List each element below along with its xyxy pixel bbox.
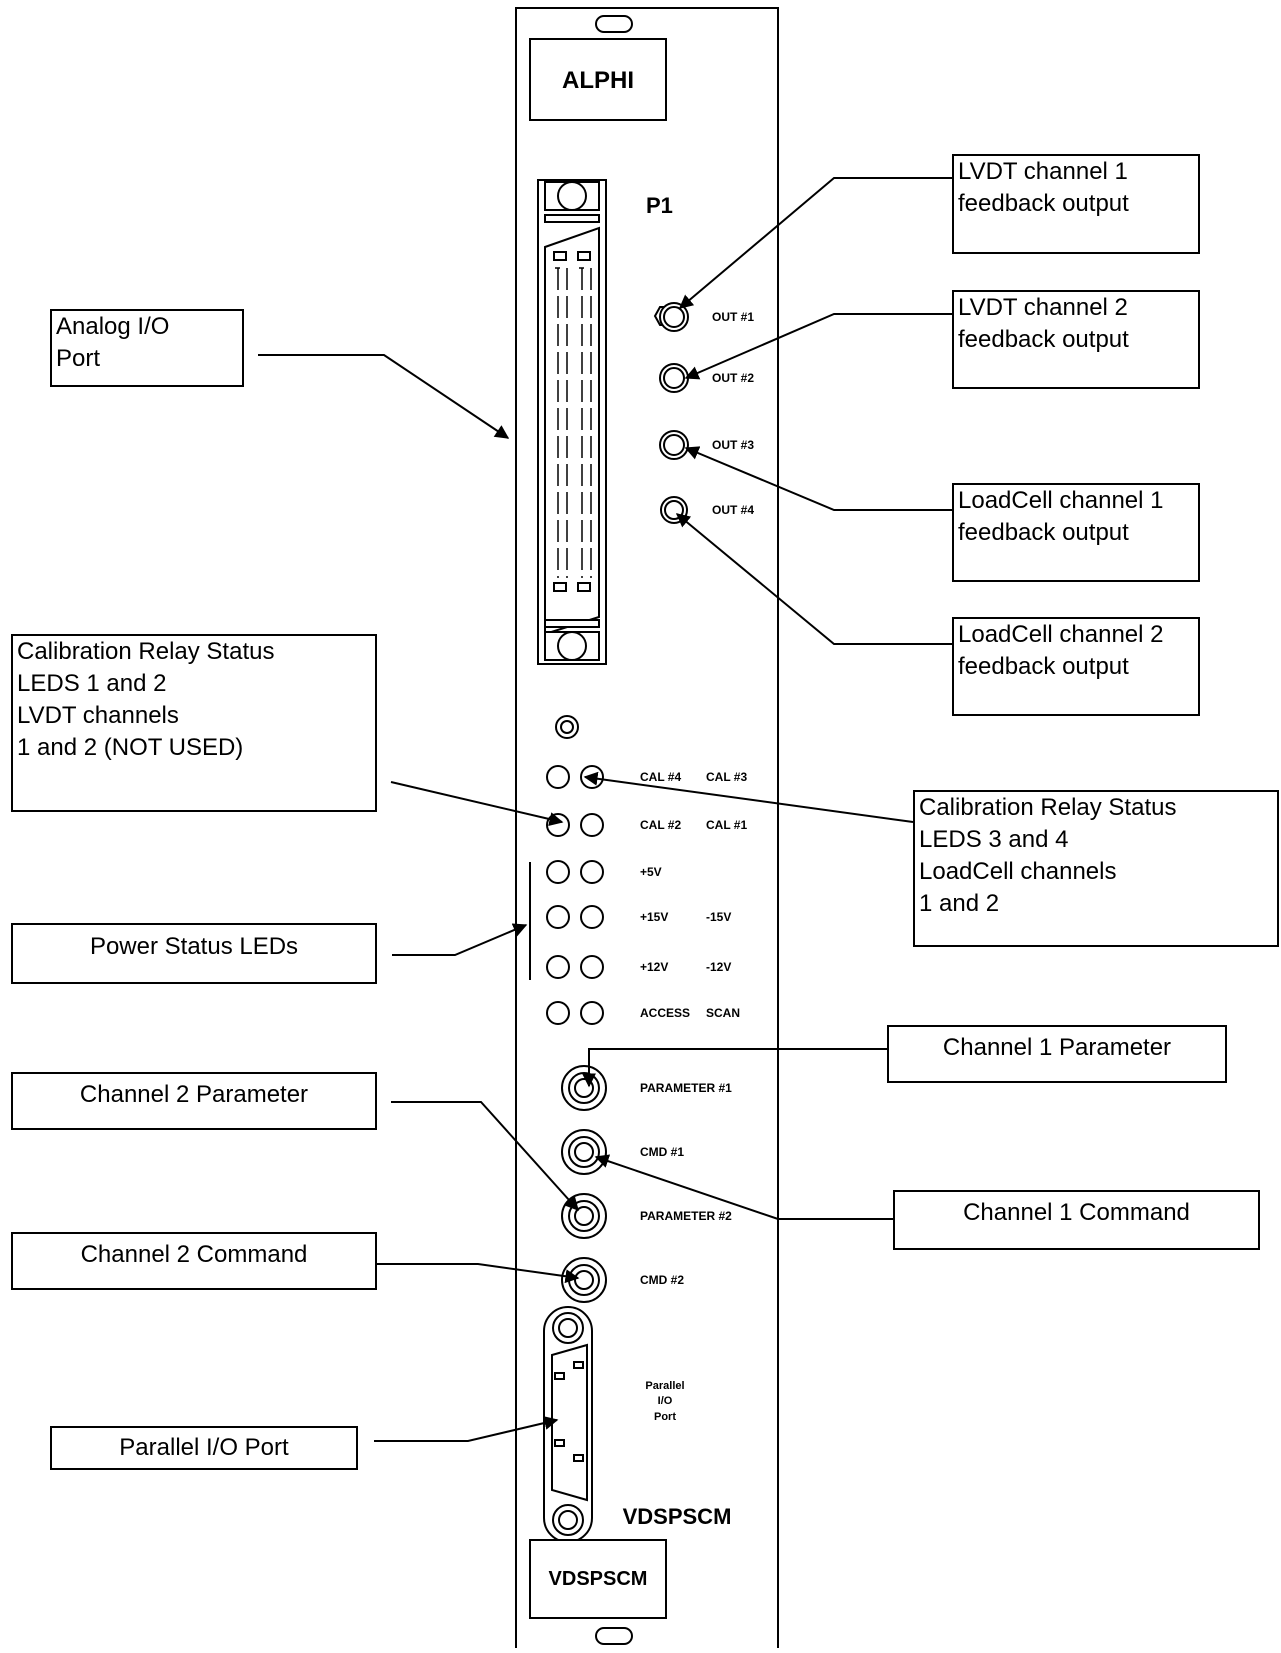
parallel-io-label-line2: I/O xyxy=(658,1395,673,1407)
analog-io-connector xyxy=(537,179,607,665)
led-row-access-scan xyxy=(546,1001,604,1025)
out-jack-1 xyxy=(653,302,689,332)
bnc-cmd-1 xyxy=(561,1129,607,1175)
callout-channel-1-command: Channel 1 Command xyxy=(893,1190,1260,1250)
led-label-cal-2: CAL #2 xyxy=(640,818,681,832)
module-label: VDSPSCM xyxy=(623,1504,732,1529)
bnc-cmd-2-label: CMD #2 xyxy=(640,1273,684,1287)
leader-analog-io xyxy=(258,354,510,439)
leader-ch2-parameter xyxy=(391,1101,579,1212)
bnc-cmd-2 xyxy=(561,1257,607,1303)
callout-loadcell-channel-2: LoadCell channel 2 feedback output xyxy=(952,617,1200,716)
leader-ch1-command xyxy=(594,1154,893,1220)
callout-parallel-io-port: Parallel I/O Port xyxy=(50,1426,358,1470)
brand-logo-text: ALPHI xyxy=(562,67,634,94)
led-cal-2 xyxy=(546,813,570,837)
leader-parallel-io xyxy=(374,1416,559,1442)
callout-power-status-leds: Power Status LEDs xyxy=(11,923,377,984)
led-label-minus-15v: -15V xyxy=(706,910,731,924)
leader-ch1-parameter xyxy=(582,1048,887,1088)
top-mounting-slot xyxy=(595,15,633,33)
out-jack-2 xyxy=(659,363,689,393)
callout-cal-relay-leds-1-2: Calibration Relay Status LEDS 1 and 2 LV… xyxy=(11,634,377,812)
callout-loadcell-channel-1: LoadCell channel 1 feedback output xyxy=(952,483,1200,582)
reset-indicator xyxy=(555,715,579,739)
connector-label: P1 xyxy=(646,193,673,218)
led-label-plus-12v: +12V xyxy=(640,960,668,974)
bnc-parameter-2-label: PARAMETER #2 xyxy=(640,1209,732,1223)
out-jack-1-label: OUT #1 xyxy=(712,310,754,324)
callout-channel-2-parameter: Channel 2 Parameter xyxy=(11,1072,377,1130)
leader-lvdt2 xyxy=(684,313,952,380)
callout-analog-io-port: Analog I/O Port xyxy=(50,309,244,387)
led-label-5v: +5V xyxy=(640,865,662,879)
leader-cal-relay-12 xyxy=(390,781,564,826)
out-jack-3-label: OUT #3 xyxy=(712,438,754,452)
led-row-5v xyxy=(546,860,604,884)
parallel-io-label-line3: Port xyxy=(654,1411,676,1423)
bnc-parameter-1-label: PARAMETER #1 xyxy=(640,1081,732,1095)
bottom-mounting-slot xyxy=(595,1627,633,1645)
leader-loadcell1 xyxy=(684,446,952,511)
bnc-cmd-1-label: CMD #1 xyxy=(640,1145,684,1159)
leader-power-status xyxy=(392,923,528,956)
led-cal-4 xyxy=(546,765,570,789)
callout-channel-2-command: Channel 2 Command xyxy=(11,1232,377,1290)
callout-lvdt-channel-2: LVDT channel 2 feedback output xyxy=(952,290,1200,389)
bnc-parameter-1 xyxy=(561,1065,607,1111)
parallel-io-label-line1: Parallel xyxy=(645,1380,684,1392)
led-row-15v xyxy=(546,905,604,929)
module-box xyxy=(529,1539,667,1619)
callout-channel-1-parameter: Channel 1 Parameter xyxy=(887,1025,1227,1083)
leader-lvdt1 xyxy=(678,177,952,309)
leader-cal-relay-34 xyxy=(583,771,914,823)
led-label-scan: SCAN xyxy=(706,1006,740,1020)
led-label-cal-3: CAL #3 xyxy=(706,770,747,784)
led-label-plus-15v: +15V xyxy=(640,910,668,924)
led-cal-1 xyxy=(580,813,604,837)
out-jack-2-label: OUT #2 xyxy=(712,371,754,385)
leader-loadcell2 xyxy=(675,513,952,645)
out-jack-3 xyxy=(659,430,689,460)
led-label-cal-4: CAL #4 xyxy=(640,770,681,784)
brand-logo-box xyxy=(529,38,667,121)
callout-cal-relay-leds-3-4: Calibration Relay Status LEDS 3 and 4 Lo… xyxy=(913,790,1279,947)
parallel-io-connector xyxy=(543,1306,593,1543)
leader-ch2-command xyxy=(377,1263,580,1284)
led-label-minus-12v: -12V xyxy=(706,960,731,974)
module-box-text: VDSPSCM xyxy=(549,1568,648,1590)
callout-lvdt-channel-1: LVDT channel 1 feedback output xyxy=(952,154,1200,254)
led-row-12v xyxy=(546,955,604,979)
led-label-cal-1: CAL #1 xyxy=(706,818,747,832)
led-label-access: ACCESS xyxy=(640,1006,690,1020)
leader-lines xyxy=(258,177,952,1442)
out-jack-4-label: OUT #4 xyxy=(712,503,754,517)
